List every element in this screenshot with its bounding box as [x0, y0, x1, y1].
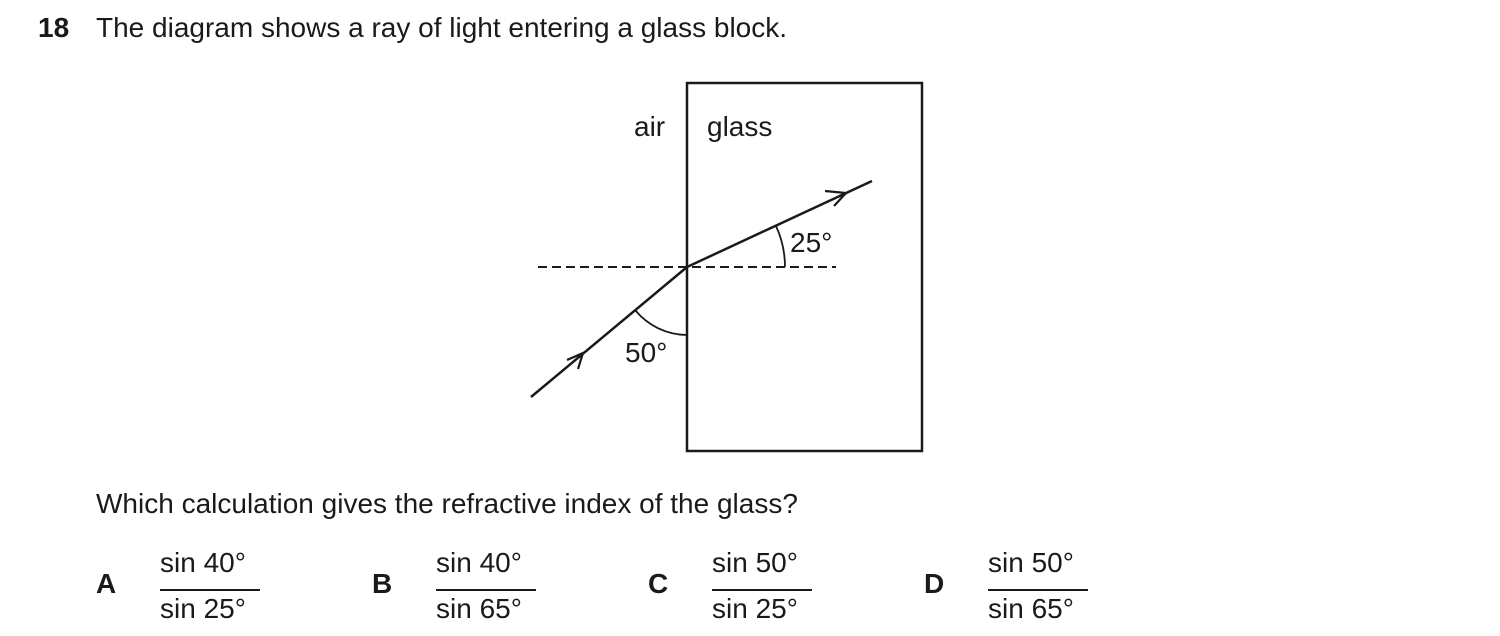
option-b-numerator: sin 40° — [436, 547, 522, 578]
option-c-denominator: sin 25° — [712, 593, 798, 624]
incident-arrowhead — [566, 351, 585, 370]
question-prompt: Which calculation gives the refractive i… — [96, 488, 798, 519]
option-c-numerator: sin 50° — [712, 547, 798, 578]
air-label: air — [634, 111, 665, 142]
question-number: 18 — [38, 12, 70, 43]
option-b-fraction-bar — [436, 589, 536, 591]
option-c-fraction-bar — [712, 589, 812, 591]
refracted-ray — [686, 179, 873, 269]
option-d-denominator: sin 65° — [988, 593, 1074, 624]
option-a-fraction-bar — [160, 589, 260, 591]
option-d-numerator: sin 50° — [988, 547, 1074, 578]
option-b-denominator: sin 65° — [436, 593, 522, 624]
glass-label: glass — [707, 111, 772, 142]
option-a-numerator: sin 40° — [160, 547, 246, 578]
option-c-letter[interactable]: C — [648, 568, 669, 599]
incident-angle-label: 50° — [625, 337, 667, 368]
option-d-letter[interactable]: D — [924, 568, 945, 599]
option-b-letter[interactable]: B — [372, 568, 393, 599]
option-a-letter[interactable]: A — [96, 568, 117, 599]
refracted-arrowhead — [824, 189, 849, 207]
refracted-angle-arc — [775, 225, 786, 268]
incident-angle-arc — [634, 309, 688, 336]
refracted-angle-label: 25° — [790, 227, 832, 258]
question-text: The diagram shows a ray of light enterin… — [96, 12, 788, 43]
incident-ray — [530, 266, 688, 398]
option-a-denominator: sin 25° — [160, 593, 246, 624]
option-d-fraction-bar — [988, 589, 1088, 591]
